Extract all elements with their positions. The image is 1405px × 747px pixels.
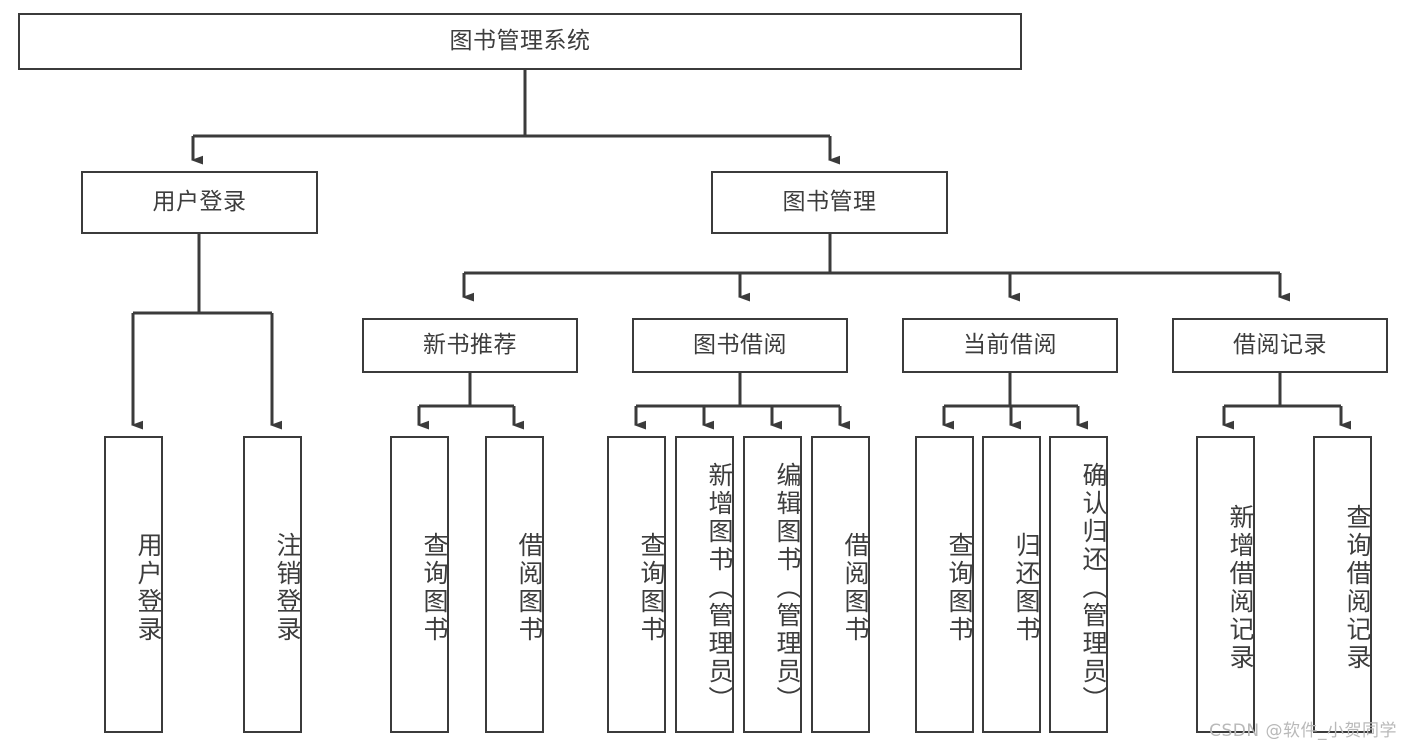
leaf-borrow-add-book-label: 新增图书（管理员） xyxy=(705,461,734,714)
node-root[interactable]: 图书管理系统 xyxy=(18,13,1022,70)
leaf-current-return-book[interactable]: 归还图书 xyxy=(982,436,1041,733)
leaf-user-login-signin[interactable]: 用户登录 xyxy=(104,436,163,733)
node-borrow-record[interactable]: 借阅记录 xyxy=(1172,318,1388,373)
leaf-borrow-query-book-label: 查询图书 xyxy=(637,531,666,644)
leaf-current-query-book[interactable]: 查询图书 xyxy=(915,436,974,733)
node-new-book-recommend[interactable]: 新书推荐 xyxy=(362,318,578,373)
leaf-record-add-record-label: 新增借阅记录 xyxy=(1226,503,1255,672)
node-borrow-record-label: 借阅记录 xyxy=(1233,331,1327,358)
leaf-current-confirm-return-label: 确认归还（管理员） xyxy=(1079,461,1108,714)
leaf-borrow-edit-book[interactable]: 编辑图书（管理员） xyxy=(743,436,802,733)
node-current-borrow-label: 当前借阅 xyxy=(963,331,1057,358)
node-user-login-label: 用户登录 xyxy=(152,188,247,215)
node-user-login[interactable]: 用户登录 xyxy=(81,171,318,234)
leaf-borrow-add-book[interactable]: 新增图书（管理员） xyxy=(675,436,734,733)
leaf-recommend-query-book[interactable]: 查询图书 xyxy=(390,436,449,733)
node-root-label: 图书管理系统 xyxy=(449,27,591,54)
leaf-current-confirm-return[interactable]: 确认归还（管理员） xyxy=(1049,436,1108,733)
node-new-book-recommend-label: 新书推荐 xyxy=(423,331,517,358)
leaf-recommend-query-book-label: 查询图书 xyxy=(420,531,449,644)
leaf-record-add-record[interactable]: 新增借阅记录 xyxy=(1196,436,1255,733)
leaf-borrow-query-book[interactable]: 查询图书 xyxy=(607,436,666,733)
leaf-borrow-edit-book-label: 编辑图书（管理员） xyxy=(773,461,802,714)
node-book-management-label: 图书管理 xyxy=(782,188,877,215)
node-book-management[interactable]: 图书管理 xyxy=(711,171,948,234)
leaf-current-query-book-label: 查询图书 xyxy=(945,531,974,644)
leaf-record-query-record[interactable]: 查询借阅记录 xyxy=(1313,436,1372,733)
leaf-current-return-book-label: 归还图书 xyxy=(1012,531,1041,644)
node-book-borrow[interactable]: 图书借阅 xyxy=(632,318,848,373)
leaf-recommend-borrow-book-label: 借阅图书 xyxy=(515,531,544,644)
node-current-borrow[interactable]: 当前借阅 xyxy=(902,318,1118,373)
node-book-borrow-label: 图书借阅 xyxy=(693,331,787,358)
leaf-record-query-record-label: 查询借阅记录 xyxy=(1343,503,1372,672)
leaf-borrow-borrow-book[interactable]: 借阅图书 xyxy=(811,436,870,733)
leaf-borrow-borrow-book-label: 借阅图书 xyxy=(841,531,870,644)
leaf-user-login-signout-label: 注销登录 xyxy=(273,531,302,644)
leaf-user-login-signin-label: 用户登录 xyxy=(134,531,163,644)
leaf-recommend-borrow-book[interactable]: 借阅图书 xyxy=(485,436,544,733)
leaf-user-login-signout[interactable]: 注销登录 xyxy=(243,436,302,733)
